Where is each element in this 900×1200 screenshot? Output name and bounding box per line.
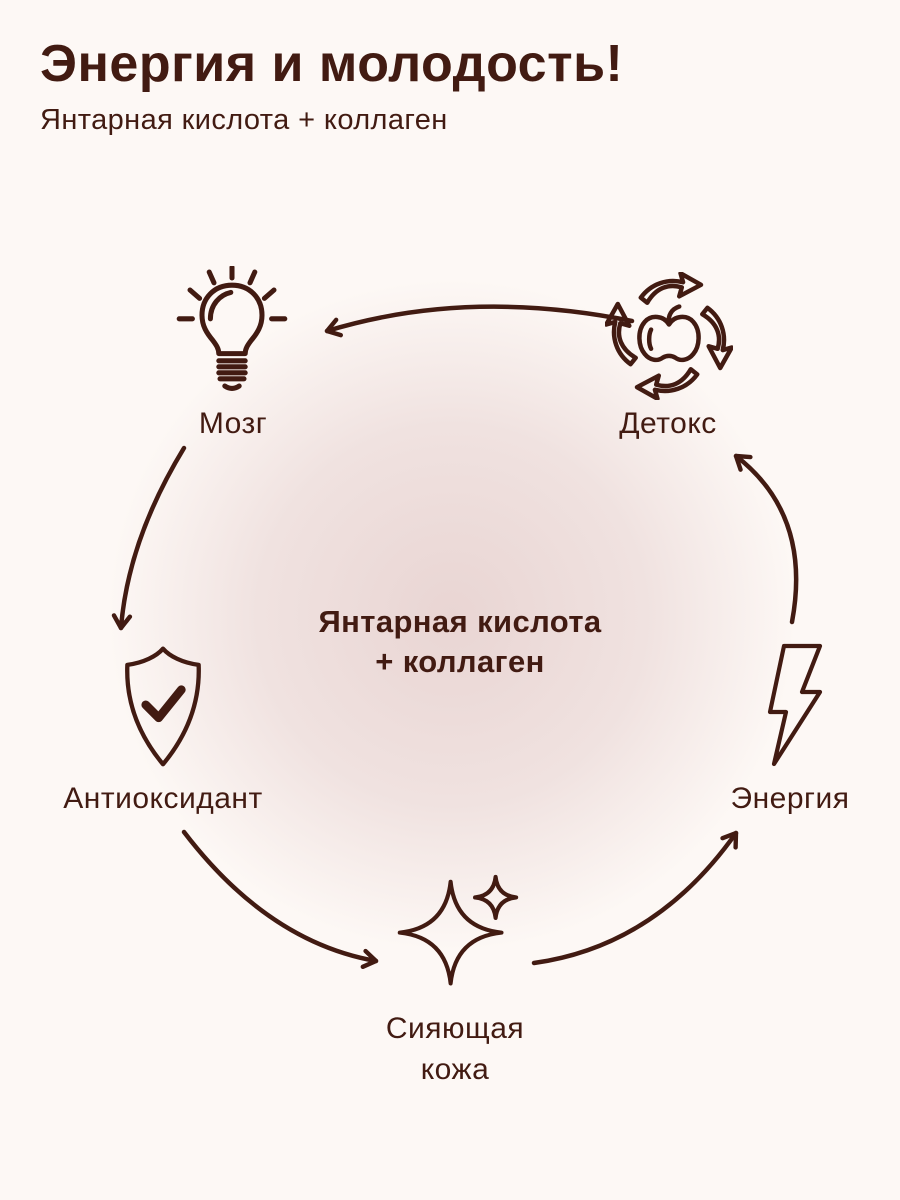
arrow-brain-to-antioxidant [111, 445, 187, 631]
arrow-energy-to-detox [733, 453, 799, 625]
arrow-detox-to-brain [324, 304, 635, 338]
arrow-antioxidant-to-skin [181, 829, 379, 969]
center-caption: Янтарная кислота + коллаген [235, 602, 685, 681]
page-title: Энергия и молодость! [40, 35, 624, 93]
lightning-bolt-icon [767, 643, 823, 767]
center-caption-line2: + коллаген [375, 643, 545, 679]
node-label-antioxidant: Антиоксидант [63, 782, 263, 815]
sparkles-icon [397, 874, 519, 986]
page-subtitle: Янтарная кислота + коллаген [40, 104, 448, 136]
arrow-skin-to-energy [531, 830, 739, 966]
apple-recycle-icon [605, 272, 733, 400]
node-label-brain: Мозг [198, 407, 268, 440]
node-label-detox: Детокс [619, 407, 717, 440]
node-label-skin: Сияющая кожа [385, 1012, 525, 1087]
center-caption-line1: Янтарная кислота [318, 604, 602, 639]
lightbulb-icon [176, 266, 288, 391]
node-label-energy: Энергия [730, 782, 850, 815]
shield-check-icon [125, 646, 201, 767]
